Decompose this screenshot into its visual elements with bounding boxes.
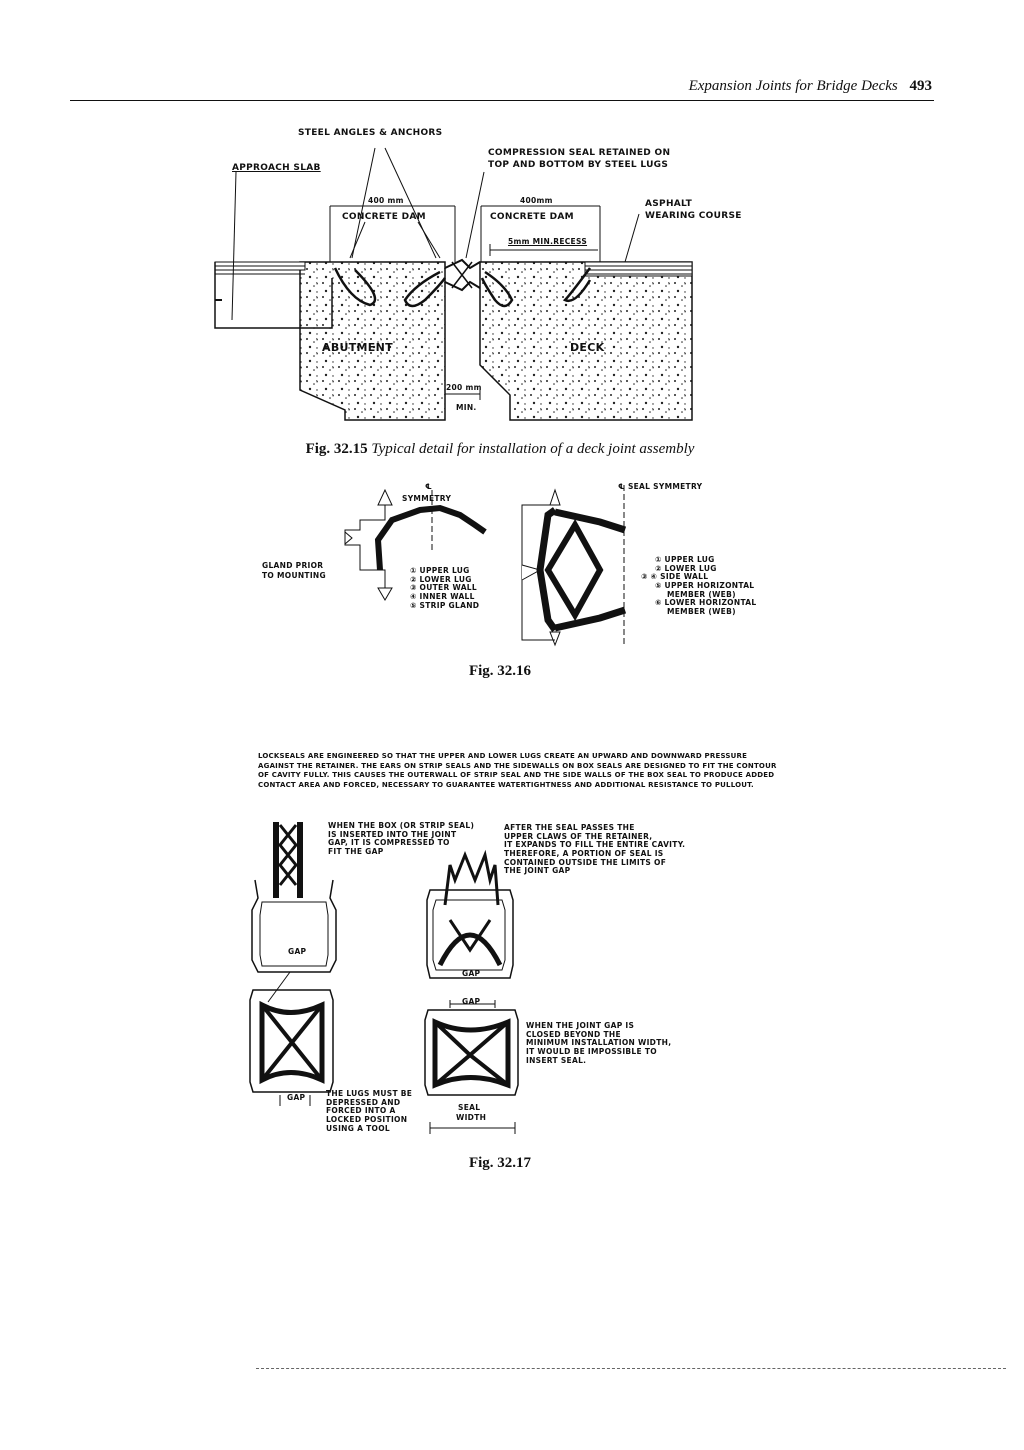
label-min: MIN. bbox=[456, 403, 477, 412]
seal-insertion-drawing bbox=[249, 822, 519, 1134]
deck-joint-drawing bbox=[214, 147, 693, 421]
note-after-line: THE JOINT GAP bbox=[504, 866, 571, 876]
label-dam-left: CONCRETE DAM bbox=[342, 212, 426, 222]
legend-left-item: ③ OUTER WALL bbox=[410, 583, 477, 593]
note-insert-line: FIT THE GAP bbox=[328, 846, 384, 856]
note-closed-line: CLOSED BEYOND THE bbox=[526, 1029, 621, 1039]
note-lugs-line: LOCKED POSITION bbox=[326, 1114, 408, 1124]
note-after-line: THEREFORE, A PORTION OF SEAL IS bbox=[504, 848, 664, 858]
note-lugs-line: USING A TOOL bbox=[326, 1123, 390, 1133]
note-after-line: IT EXPANDS TO FILL THE ENTIRE CAVITY. bbox=[504, 840, 686, 850]
label-gap-bl: GAP bbox=[287, 1093, 306, 1102]
running-head: Expansion Joints for Bridge Decks 493 bbox=[600, 78, 932, 95]
note-after-line: UPPER CLAWS OF THE RETAINER, bbox=[504, 831, 653, 841]
label-gap-tl: GAP bbox=[288, 947, 307, 956]
label-dam-right: CONCRETE DAM bbox=[490, 212, 574, 222]
label-asphalt-2: WEARING COURSE bbox=[645, 211, 742, 221]
running-title: Expansion Joints for Bridge Decks bbox=[688, 78, 898, 94]
label-seal: SEAL bbox=[458, 1103, 481, 1112]
label-abutment: ABUTMENT bbox=[322, 341, 393, 354]
note-after-line: CONTAINED OUTSIDE THE LIMITS OF bbox=[504, 857, 667, 867]
legend-right-item: ⑤ UPPER HORIZONTAL bbox=[655, 580, 755, 590]
label-symmetry-left: SYMMETRY bbox=[402, 494, 452, 503]
note-closed-line: IT WOULD BE IMPOSSIBLE TO bbox=[526, 1046, 657, 1056]
caption-32-15-text: Typical detail for installation of a dec… bbox=[371, 441, 695, 457]
label-compression-seal-2: TOP AND BOTTOM BY STEEL LUGS bbox=[488, 160, 669, 170]
label-dim-right: 400mm bbox=[520, 196, 553, 205]
page-number: 493 bbox=[909, 78, 933, 94]
legend-left-item: ② LOWER LUG bbox=[410, 574, 472, 584]
label-gap-200: 200 mm bbox=[446, 383, 482, 392]
note-insert: WHEN THE BOX (OR STRIP SEAL) IS INSERTED… bbox=[328, 821, 475, 857]
note-lugs-line: THE LUGS MUST BE bbox=[326, 1089, 413, 1098]
legend-right-item: MEMBER (WEB) bbox=[667, 606, 736, 616]
label-deck: DECK bbox=[570, 341, 605, 354]
legend-left-item: ① UPPER LUG bbox=[410, 566, 470, 575]
label-gland-prior-1: GLAND PRIOR bbox=[262, 561, 324, 570]
label-width: WIDTH bbox=[456, 1113, 487, 1122]
legend-right-item: ② LOWER LUG bbox=[655, 563, 717, 573]
legend-right: ① UPPER LUG ② LOWER LUG ③ ④ SIDE WALL ⑤ … bbox=[641, 555, 757, 616]
note-closed-line: INSERT SEAL. bbox=[526, 1055, 587, 1065]
label-dim-left: 400 mm bbox=[368, 196, 404, 205]
caption-32-15: Fig. 32.15 Typical detail for installati… bbox=[230, 441, 770, 458]
note-closed: WHEN THE JOINT GAP IS CLOSED BEYOND THE … bbox=[526, 1021, 672, 1065]
label-gap-tr: GAP bbox=[462, 969, 481, 978]
header-rule bbox=[70, 100, 934, 101]
legend-left: ① UPPER LUG ② LOWER LUG ③ OUTER WALL ④ I… bbox=[410, 566, 480, 610]
lockseal-paragraph: LOCKSEALS ARE ENGINEERED SO THAT THE UPP… bbox=[258, 752, 777, 789]
legend-right-item: ③ ④ SIDE WALL bbox=[641, 572, 709, 582]
label-compression-seal-1: COMPRESSION SEAL RETAINED ON bbox=[488, 148, 671, 158]
symmetry-right-text: SEAL SYMMETRY bbox=[627, 482, 703, 491]
label-recess: 5mm MIN.RECESS bbox=[508, 237, 588, 246]
note-lugs-line: DEPRESSED AND bbox=[326, 1097, 401, 1107]
label-gap-br: GAP bbox=[462, 997, 481, 1006]
note-closed-line: MINIMUM INSTALLATION WIDTH, bbox=[526, 1038, 672, 1048]
note-after: AFTER THE SEAL PASSES THE UPPER CLAWS OF… bbox=[504, 823, 686, 876]
caption-32-16: Fig. 32.16 bbox=[468, 663, 532, 679]
footer-rule bbox=[256, 1368, 1006, 1369]
note-after-line: AFTER THE SEAL PASSES THE bbox=[504, 823, 635, 832]
caption-32-17: Fig. 32.17 bbox=[468, 1155, 532, 1171]
caption-32-15-number: Fig. 32.15 bbox=[305, 441, 368, 457]
legend-right-item: ⑥ LOWER HORIZONTAL bbox=[655, 598, 757, 608]
label-asphalt-1: ASPHALT bbox=[645, 199, 693, 209]
note-lugs: THE LUGS MUST BE DEPRESSED AND FORCED IN… bbox=[326, 1089, 413, 1133]
note-insert-line: WHEN THE BOX (OR STRIP SEAL) bbox=[328, 821, 475, 830]
centerline-icon: ℄ bbox=[618, 482, 628, 491]
note-insert-line: IS INSERTED INTO THE JOINT bbox=[328, 829, 457, 839]
note-lugs-line: FORCED INTO A bbox=[326, 1106, 396, 1116]
gland-drawing bbox=[344, 485, 627, 647]
legend-right-item: MEMBER (WEB) bbox=[667, 589, 736, 599]
note-insert-line: GAP, IT IS COMPRESSED TO bbox=[328, 838, 450, 848]
label-gland-prior-2: TO MOUNTING bbox=[262, 571, 326, 580]
legend-right-item: ① UPPER LUG bbox=[655, 555, 715, 564]
label-centerline-left: ℄ bbox=[425, 482, 433, 491]
legend-left-item: ⑤ STRIP GLAND bbox=[410, 600, 480, 610]
label-steel-angles: STEEL ANGLES & ANCHORS bbox=[298, 128, 443, 138]
note-closed-line: WHEN THE JOINT GAP IS bbox=[526, 1021, 635, 1030]
label-approach-slab: APPROACH SLAB bbox=[232, 163, 321, 173]
legend-left-item: ④ INNER WALL bbox=[410, 591, 475, 601]
label-symmetry-right: ℄ SEAL SYMMETRY bbox=[618, 482, 703, 492]
